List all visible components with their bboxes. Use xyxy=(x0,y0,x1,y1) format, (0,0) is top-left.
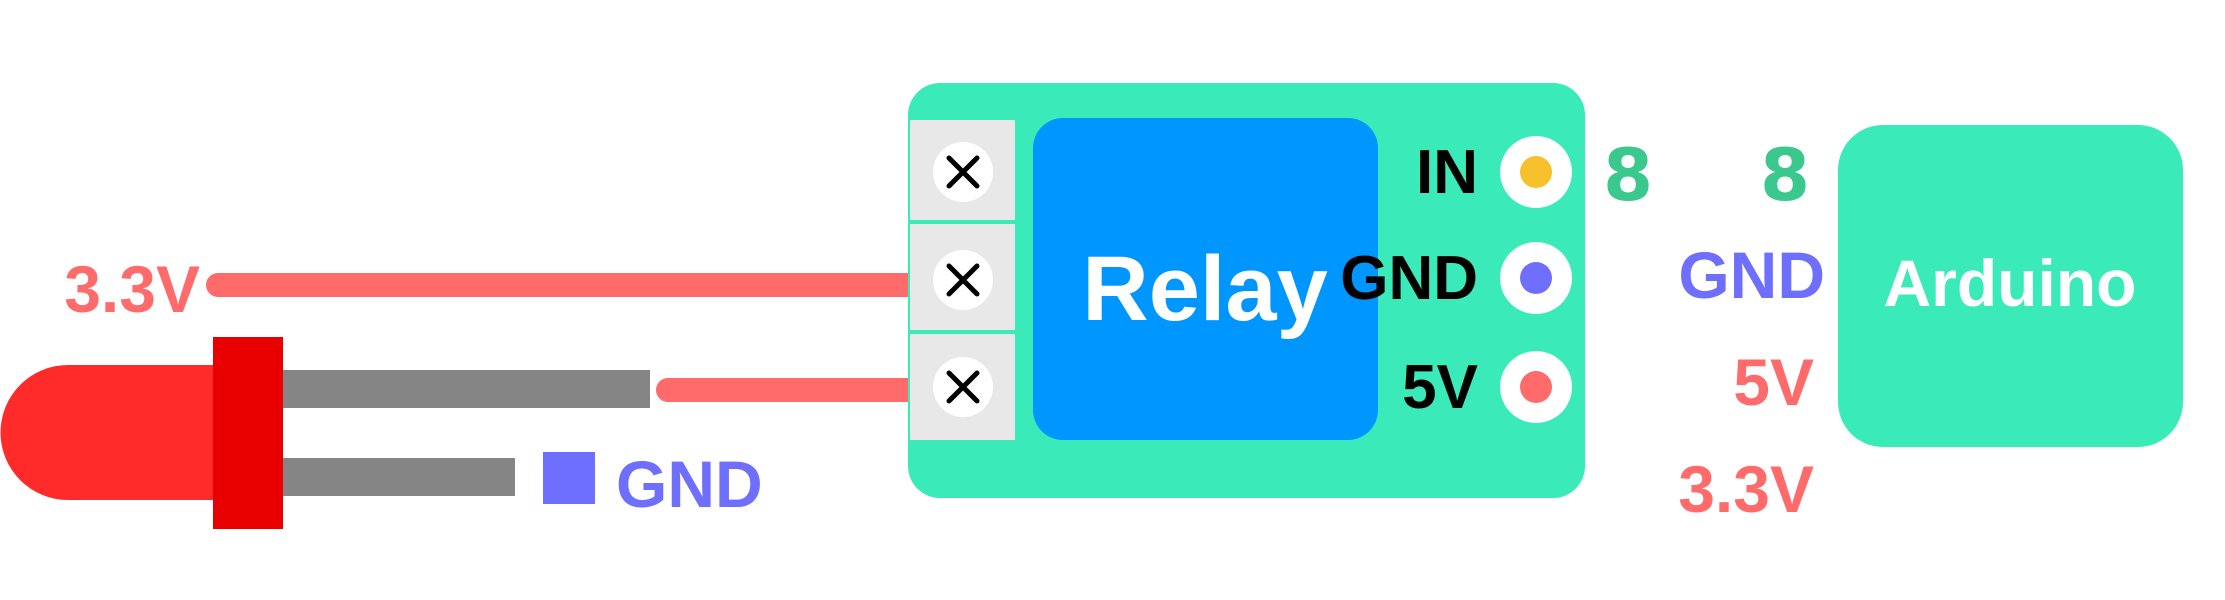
led xyxy=(0,337,283,529)
pin-dot xyxy=(1520,156,1552,188)
arduino-label: Arduino xyxy=(1884,246,2137,320)
relay-pin-label: 5V xyxy=(1402,353,1478,422)
arduino-pin-number: 8 xyxy=(1760,133,1810,217)
relay-pin-5v: 5V xyxy=(1402,351,1572,423)
arduino-pin-3v3: 3.3V xyxy=(1678,452,1814,526)
led-dome xyxy=(0,365,231,500)
led-anode-leg xyxy=(280,370,650,408)
terminal-block xyxy=(910,120,1015,440)
close-x-icon xyxy=(933,142,993,202)
relay-pin-in: IN xyxy=(1416,136,1572,208)
pin-dot xyxy=(1520,371,1552,403)
close-x-icon xyxy=(933,250,993,310)
led-cathode-leg xyxy=(280,458,515,496)
supply-label: 3.3V xyxy=(64,252,200,326)
arduino-pin-gnd: GND xyxy=(1678,238,1825,312)
pin-dot xyxy=(1520,262,1552,294)
relay-pin-label: GND xyxy=(1340,244,1478,313)
relay-label: Relay xyxy=(1082,238,1328,340)
led-gnd-label: GND xyxy=(616,447,763,521)
arduino-board xyxy=(1838,125,2183,447)
close-x-icon xyxy=(933,357,993,417)
relay-pin-gnd: GND xyxy=(1340,242,1572,314)
relay-pin-label: IN xyxy=(1416,138,1478,207)
relay-component xyxy=(1033,118,1378,440)
relay-in-pin-number: 8 xyxy=(1603,133,1653,217)
arduino-pin-5v: 5V xyxy=(1733,345,1814,419)
led-rim xyxy=(213,337,283,529)
led-gnd-marker xyxy=(543,452,595,504)
